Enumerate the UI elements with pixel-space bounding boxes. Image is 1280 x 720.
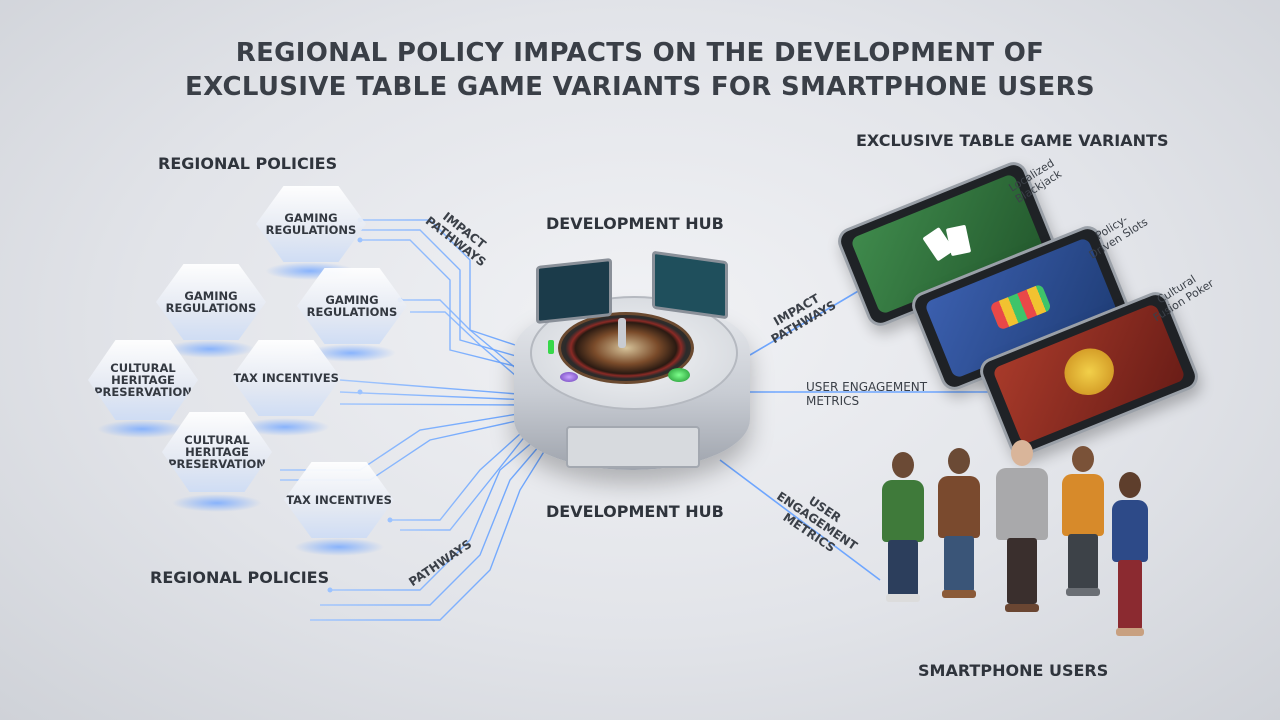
regional-policies-heading-top: REGIONAL POLICIES	[158, 154, 338, 173]
torso	[1062, 474, 1104, 536]
glow	[97, 420, 187, 438]
title-line-1: REGIONAL POLICY IMPACTS ON THE DEVELOPME…	[235, 38, 1045, 68]
shoes	[942, 590, 976, 598]
user-person-5	[1110, 472, 1150, 646]
hub-to-output-lines	[719, 289, 990, 581]
torso	[938, 476, 980, 538]
hub-green-light	[668, 368, 690, 382]
user-person-1	[880, 452, 926, 602]
head	[948, 448, 970, 474]
shoes	[1005, 604, 1039, 612]
shoes	[886, 594, 920, 602]
wheel-spindle	[618, 318, 626, 348]
head	[892, 452, 914, 478]
development-hub-heading-bottom: DEVELOPMENT HUB	[546, 502, 724, 521]
user-person-2	[936, 448, 982, 598]
slot-icons	[989, 283, 1052, 331]
policy-gaming-regulations-1: GAMING REGULATIONS	[256, 186, 366, 262]
torso	[996, 468, 1048, 540]
regional-policies-heading-bottom: REGIONAL POLICIES	[150, 568, 330, 587]
user-person-4	[1060, 446, 1106, 596]
torso	[1112, 500, 1148, 562]
policy-to-hub-lines	[280, 219, 546, 621]
hub-monitor-left	[536, 258, 612, 324]
development-hub-heading-top: DEVELOPMENT HUB	[546, 214, 724, 233]
glow	[240, 418, 330, 436]
poker-table-icon	[1057, 341, 1121, 403]
torso	[882, 480, 924, 542]
shoes	[1116, 628, 1144, 636]
smartphone-users-heading: SMARTPHONE USERS	[918, 661, 1109, 680]
hub-monitor-right	[652, 250, 728, 320]
hub-purple-light	[560, 372, 578, 382]
glow	[306, 344, 396, 362]
legs	[1118, 560, 1142, 630]
shoes	[1066, 588, 1100, 596]
policy-cultural-heritage-1: CULTURAL HERITAGE PRESERVATION	[88, 340, 198, 420]
glow	[294, 538, 384, 556]
head	[1119, 472, 1141, 498]
engagement-metrics-label-right: USER ENGAGEMENT METRICS	[806, 380, 928, 408]
hub-front-panel	[566, 426, 700, 468]
glow	[165, 340, 255, 358]
user-person-3	[994, 440, 1050, 620]
policy-cultural-heritage-2: CULTURAL HERITAGE PRESERVATION	[162, 412, 272, 492]
hub-indicator	[548, 340, 554, 354]
legs	[1007, 538, 1037, 604]
title-line-2: EXCLUSIVE TABLE GAME VARIANTS FOR SMARTP…	[185, 72, 1095, 102]
policy-gaming-regulations-3: GAMING REGULATIONS	[297, 268, 407, 344]
legs	[1068, 534, 1098, 590]
legs	[888, 540, 918, 596]
head	[1072, 446, 1094, 472]
diagram-title: REGIONAL POLICY IMPACTS ON THE DEVELOPME…	[0, 36, 1280, 104]
policy-tax-incentives-2: TAX INCENTIVES	[284, 462, 394, 538]
legs	[944, 536, 974, 592]
head	[1011, 440, 1033, 466]
glow	[172, 494, 262, 512]
exclusive-variants-heading: EXCLUSIVE TABLE GAME VARIANTS	[856, 131, 1169, 150]
